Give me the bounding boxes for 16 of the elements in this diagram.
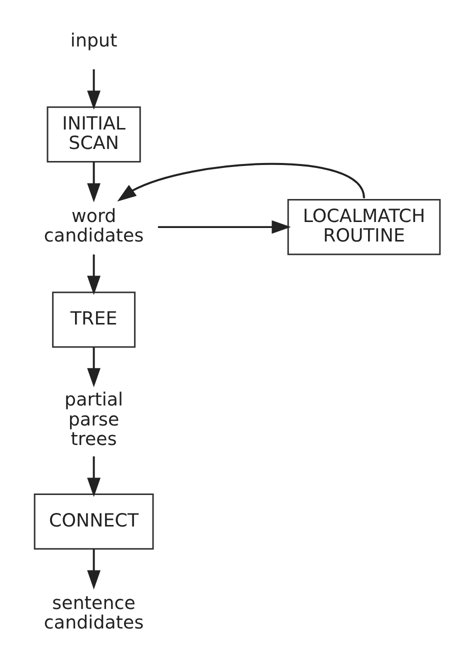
arrow xyxy=(87,69,101,110)
node-text: input xyxy=(70,30,118,52)
node-box: TREE xyxy=(52,292,136,348)
node-box: LOCALMATCH ROUTINE xyxy=(287,198,441,256)
node-box: INITIAL SCAN xyxy=(46,106,141,163)
node-text: word candidates xyxy=(44,206,144,247)
arrow xyxy=(87,548,101,590)
arrow xyxy=(87,347,101,388)
node-text: sentence candidates xyxy=(44,592,144,634)
arrow xyxy=(87,162,101,202)
node-text: partial parse trees xyxy=(64,390,124,450)
arrow xyxy=(158,220,291,234)
arrow xyxy=(87,254,101,295)
arrow xyxy=(117,162,365,202)
node-box: CONNECT xyxy=(34,493,154,550)
arrow xyxy=(87,456,101,497)
